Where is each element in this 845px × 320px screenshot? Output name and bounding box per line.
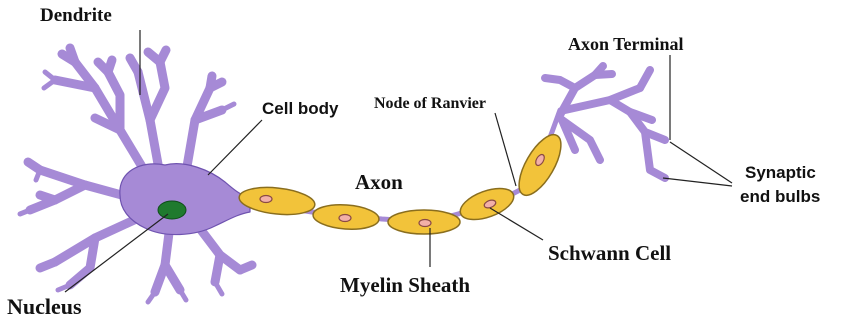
label-schwann-cell: Schwann Cell (548, 243, 671, 264)
label-dendrite: Dendrite (40, 6, 112, 25)
schwann-nucleus (419, 220, 431, 227)
pointer-schwann-cell (490, 208, 543, 240)
label-synaptic-line2: end bulbs (740, 188, 820, 205)
pointer-synaptic-a (670, 142, 732, 183)
cell-body (120, 164, 250, 235)
label-axon-terminal: Axon Terminal (568, 35, 684, 53)
label-axon: Axon (355, 172, 403, 193)
axon-terminal-branches (545, 66, 665, 178)
label-node-of-ranvier: Node of Ranvier (374, 96, 486, 112)
schwann-nucleus (260, 196, 272, 203)
label-nucleus: Nucleus (7, 296, 82, 318)
label-myelin-sheath: Myelin Sheath (340, 275, 470, 296)
schwann-nucleus (339, 215, 351, 222)
cell-nucleus (158, 201, 186, 219)
pointer-node-of-ranvier (495, 113, 516, 186)
pointer-cell-body (208, 120, 262, 175)
myelin-sheath (238, 129, 569, 234)
label-cell-body: Cell body (262, 100, 339, 117)
label-synaptic-line1: Synaptic (745, 164, 816, 181)
pointer-synaptic-b (663, 178, 732, 186)
myelin-segment (238, 184, 316, 218)
